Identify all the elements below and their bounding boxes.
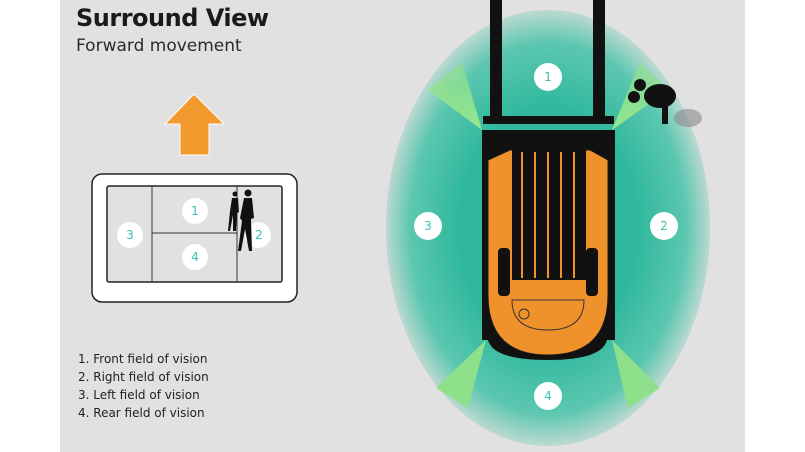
pedestrian-topdown-icon [628, 79, 702, 127]
monitor-zone-3: 3 [126, 228, 134, 242]
forklift [482, 0, 615, 360]
arrow-up-icon [163, 93, 226, 156]
legend-item: 1. Front field of vision [78, 352, 208, 366]
legend: 1. Front field of vision 2. Right field … [78, 350, 209, 422]
legend-item: 3. Left field of vision [78, 388, 200, 402]
camera-cone-front-left [428, 62, 482, 130]
camera-cone-rear-right [612, 340, 660, 408]
monitor-zone-1: 1 [191, 204, 199, 218]
page-subtitle: Forward movement [76, 36, 242, 56]
monitor-zone-4: 4 [191, 250, 199, 264]
legend-item: 4. Rear field of vision [78, 406, 205, 420]
zone-4-label: 4 [544, 389, 552, 403]
page-title: Surround View [76, 4, 269, 32]
monitor-zone-2: 2 [255, 228, 263, 242]
zone-1-label: 1 [544, 70, 552, 84]
monitor-display: 1 2 3 4 [91, 173, 298, 303]
legend-item: 2. Right field of vision [78, 370, 209, 384]
zone-labels: 1 2 3 4 [414, 63, 678, 410]
pedestrian-icon [228, 189, 254, 251]
zone-2-label: 2 [660, 219, 668, 233]
zone-3-label: 3 [424, 219, 432, 233]
camera-cone-front-right [612, 62, 668, 130]
camera-cone-rear-left [436, 340, 486, 408]
